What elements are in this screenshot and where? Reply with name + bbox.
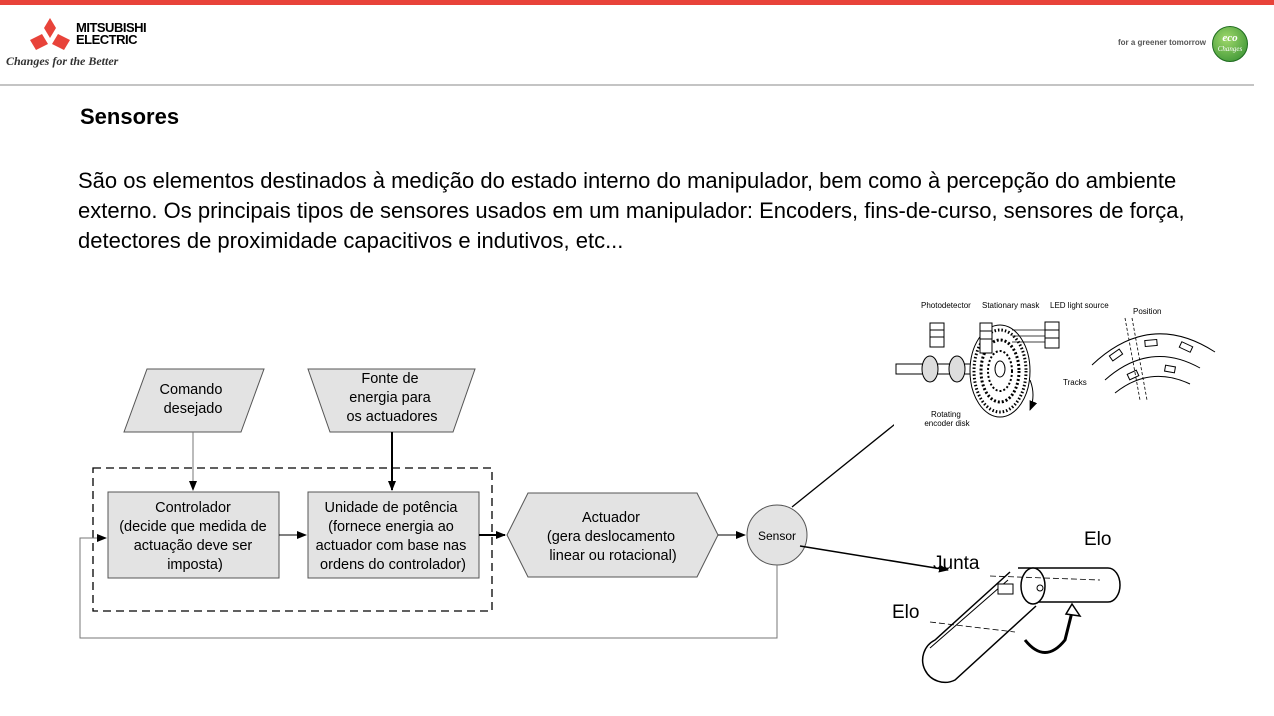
feedback-loop-arrow xyxy=(79,534,778,639)
fonte-energia-box xyxy=(307,368,476,433)
encoder-bearing-2 xyxy=(948,355,966,383)
comando-text: Comando desejado xyxy=(160,382,227,417)
comando-desejado-box xyxy=(123,368,265,433)
stationary-mask-block xyxy=(979,322,993,354)
rotating-disk-label: Rotating encoder disk xyxy=(924,410,970,428)
unidade-potencia-box xyxy=(307,491,480,579)
fonte-text: Fonte de energia para os actuadores xyxy=(346,371,437,425)
position-label: Position xyxy=(1133,307,1161,316)
unidade-text: Unidade de potência (fornece energia ao … xyxy=(316,500,471,573)
junta-label: Junta xyxy=(933,553,980,574)
track-slot-3 xyxy=(1178,341,1194,353)
encoder-hub xyxy=(994,360,1006,378)
controlador-box xyxy=(107,491,280,579)
position-line-2 xyxy=(1131,317,1148,401)
encoder-disk-track-outer xyxy=(972,328,1028,414)
lower-link-axis xyxy=(929,621,1016,633)
brand-line-1: MITSUBISHI xyxy=(76,20,147,35)
track-slot-4 xyxy=(1126,369,1140,381)
encoder-disk-track-inner xyxy=(987,350,1013,392)
joint-illustration: Elo Junta Elo xyxy=(892,529,1121,684)
upper-link-axis xyxy=(989,575,1101,581)
controlador-text: Controlador (decide que medida de actuaç… xyxy=(119,500,271,573)
joint-rotation-arrow-icon xyxy=(1023,611,1074,654)
position-line xyxy=(1124,317,1141,401)
stationary-mask-label: Stationary mask xyxy=(982,301,1040,310)
led-source-label: LED light source xyxy=(1050,301,1109,310)
slide-body: São os elementos destinados à medição do… xyxy=(78,168,1185,253)
tracks-inner-arc xyxy=(1114,375,1191,394)
slide-title: Sensores xyxy=(80,104,180,129)
photodetector-block xyxy=(929,322,945,348)
tracks-mid-arc xyxy=(1104,356,1201,381)
arrow-sensor-joint xyxy=(799,545,949,573)
track-slot-5 xyxy=(1163,364,1177,374)
sensor-text: Sensor xyxy=(758,529,796,543)
top-accent-bar xyxy=(0,0,1274,5)
eco-badge-line1: eco xyxy=(1222,32,1238,44)
eco-slogan: for a greener tomorrow xyxy=(1117,38,1206,47)
track-slot-1 xyxy=(1108,348,1124,362)
three-diamonds-icon xyxy=(30,18,70,50)
lower-link-edge xyxy=(929,579,1009,649)
tracks-outer-arc xyxy=(1091,333,1216,366)
eco-badge-line2: Changes xyxy=(1217,45,1243,53)
actuador-text: Actuador (gera deslocamento linear ou ro… xyxy=(547,510,679,564)
brand-line-2: ELECTRIC xyxy=(76,32,138,47)
controller-boundary xyxy=(92,467,493,612)
joint-sensor-marker xyxy=(997,583,1014,595)
encoder-disk-track-mid xyxy=(979,338,1021,404)
photodetector-label: Photodetector xyxy=(921,301,971,310)
encoder-illustration: Photodetector Stationary mask LED light … xyxy=(894,298,1219,430)
rotation-arrow-icon xyxy=(1029,379,1038,411)
encoder-bearing-1 xyxy=(921,355,939,383)
mitsubishi-logo: MITSUBISHI ELECTRIC Changes for the Bett… xyxy=(6,16,166,76)
lower-link xyxy=(921,571,1037,684)
track-slot-2 xyxy=(1144,338,1158,348)
joint-rotation-arrowhead xyxy=(1064,602,1082,617)
brand-tagline: Changes for the Better xyxy=(6,54,119,68)
elo-right-label: Elo xyxy=(1084,529,1111,550)
tracks-label: Tracks xyxy=(1063,378,1087,387)
elo-left-label: Elo xyxy=(892,602,919,623)
header-divider xyxy=(0,84,1254,86)
eco-badge-icon: eco Changes xyxy=(1212,26,1248,62)
joint-pin xyxy=(1036,584,1044,592)
led-source-block xyxy=(1044,321,1060,349)
